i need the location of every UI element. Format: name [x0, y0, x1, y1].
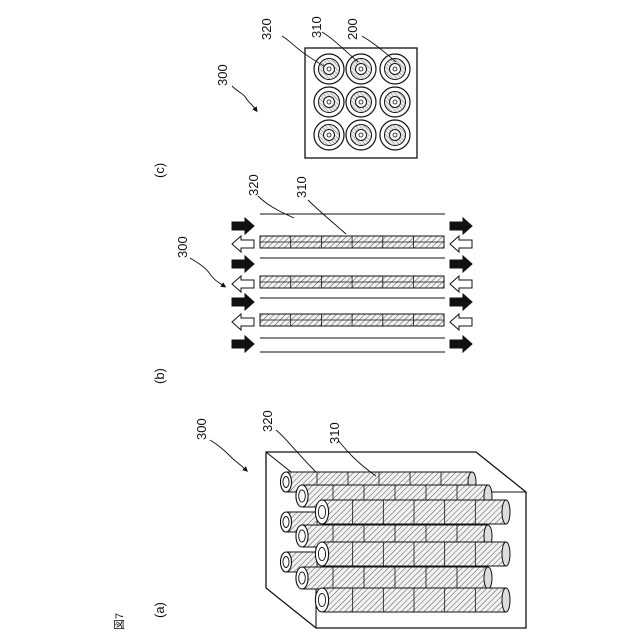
panel-c: 320 310 200 300 (c)	[152, 16, 417, 178]
tube-310	[260, 236, 444, 248]
flow-channels	[232, 214, 472, 352]
leader-300-c	[232, 86, 256, 110]
leader-310-b	[308, 200, 346, 234]
tube-far-end	[502, 500, 510, 524]
flow-arrow-solid	[450, 218, 472, 234]
ref-310-b: 310	[294, 176, 309, 198]
tube-bore	[283, 477, 289, 488]
tube-bore	[318, 593, 325, 606]
cell-grid	[314, 54, 410, 150]
flow-arrow-hollow	[450, 236, 472, 252]
flow-arrow-hollow	[232, 236, 254, 252]
ref-320-c: 320	[259, 18, 274, 40]
tube-310	[296, 567, 492, 589]
flow-arrow-solid	[232, 294, 254, 310]
tube-core	[393, 67, 397, 71]
tube-core	[359, 133, 363, 137]
tube-bore	[318, 505, 325, 518]
cell-section	[346, 87, 376, 117]
flow-arrow-hollow	[232, 314, 254, 330]
leader-300-a	[210, 440, 246, 470]
ref-300-c: 300	[215, 64, 230, 86]
cell-section	[380, 54, 410, 84]
panel-label-a: (a)	[152, 602, 167, 618]
tube-310	[315, 500, 510, 524]
flow-arrow-solid	[232, 336, 254, 352]
ref-200-c: 200	[345, 18, 360, 40]
flow-arrow-solid	[450, 256, 472, 272]
ref-310-c: 310	[309, 16, 324, 38]
figure-number: 図7	[113, 613, 126, 630]
ref-320-a: 320	[260, 410, 275, 432]
cell-section	[314, 87, 344, 117]
cell-section	[346, 54, 376, 84]
panel-b: 320 310 300 (b)	[152, 174, 472, 384]
tube-310	[260, 276, 444, 288]
tube-bore	[299, 490, 306, 502]
ref-300-a: 300	[194, 418, 209, 440]
ref-310-a: 310	[327, 422, 342, 444]
tube-bore	[299, 572, 306, 584]
flow-arrow-solid	[232, 218, 254, 234]
tube-core	[393, 100, 397, 104]
ref-300-b: 300	[175, 236, 190, 258]
panel-a: 320 310 300 (a) 図7	[113, 410, 526, 630]
flow-arrow-hollow	[450, 314, 472, 330]
tube-core	[393, 133, 397, 137]
flow-arrow-hollow	[450, 276, 472, 292]
tube-bore	[299, 530, 306, 542]
leader-300-b	[190, 258, 224, 286]
ref-320-b: 320	[246, 174, 261, 196]
tube-310	[315, 542, 510, 566]
panel-label-c: (c)	[152, 163, 167, 178]
tube-bore	[283, 557, 289, 568]
cell-section	[346, 120, 376, 150]
cell-section	[380, 87, 410, 117]
tube-core	[327, 67, 331, 71]
tube-core	[327, 133, 331, 137]
tube-core	[327, 100, 331, 104]
panel-label-b: (b)	[152, 368, 167, 384]
flow-arrow-solid	[450, 294, 472, 310]
flow-arrow-solid	[450, 336, 472, 352]
leader-320-b	[258, 196, 294, 218]
tube-far-end	[502, 542, 510, 566]
tube-far-end	[484, 567, 492, 589]
tube-310	[260, 314, 444, 326]
tube-bore	[318, 547, 325, 560]
tube-310	[315, 588, 510, 612]
tube-core	[359, 67, 363, 71]
flow-arrow-solid	[232, 256, 254, 272]
tube-far-end	[502, 588, 510, 612]
cell-section	[314, 120, 344, 150]
tube-bore	[283, 517, 289, 528]
flow-arrow-hollow	[232, 276, 254, 292]
cell-section	[380, 120, 410, 150]
cell-section	[314, 54, 344, 84]
tube-core	[359, 100, 363, 104]
